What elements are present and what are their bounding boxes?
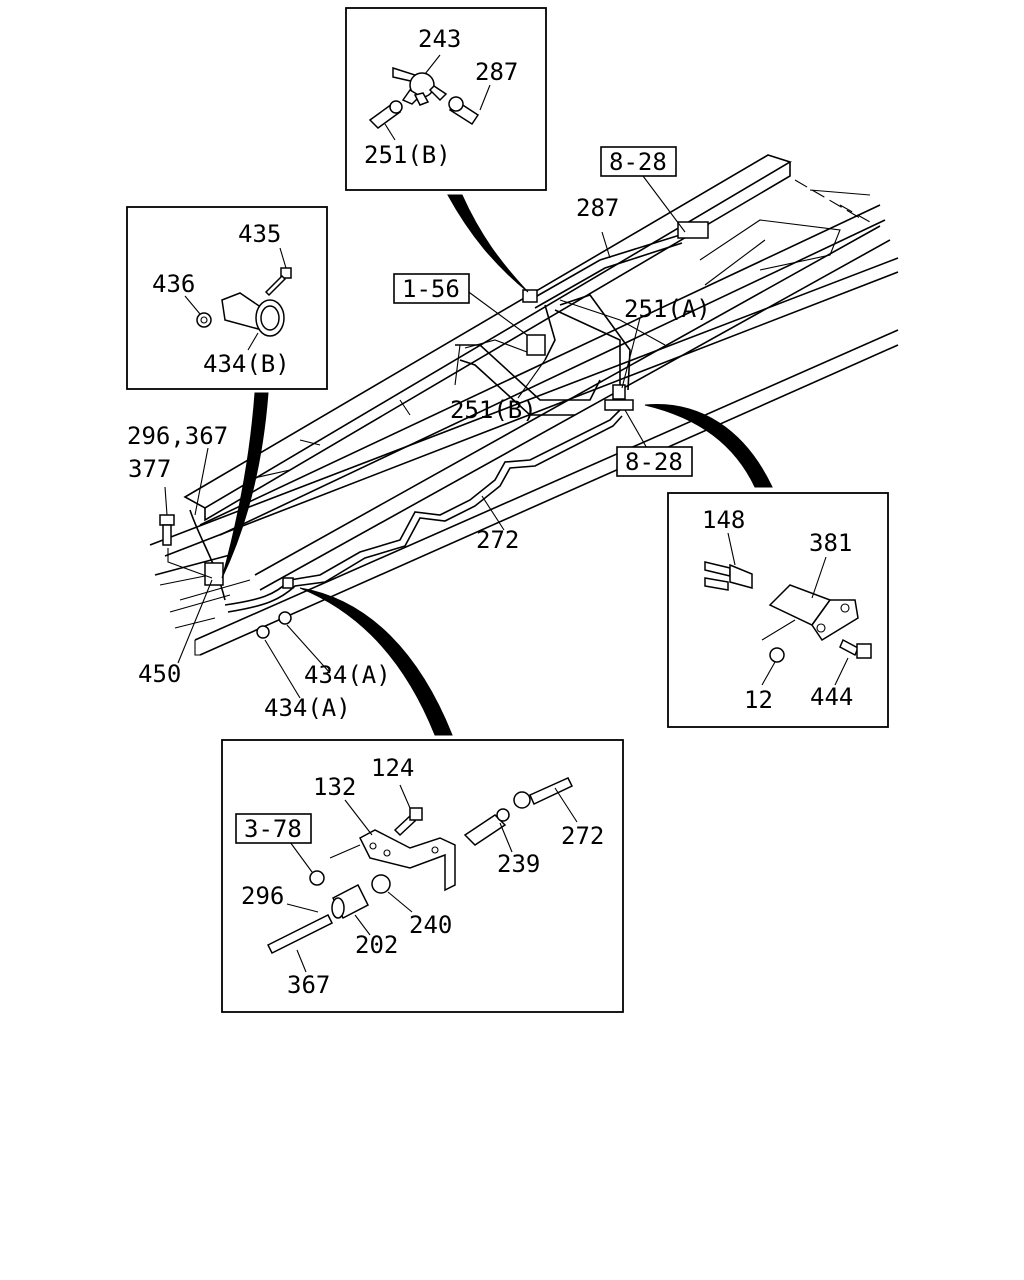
fuel-filter-connector [204,221,709,589]
label-243: 243 [418,25,461,53]
label-444: 444 [810,683,853,711]
bolt-124 [393,807,423,837]
clamp-434b [221,292,285,337]
label-381: 381 [809,529,852,557]
nut-272-end [513,777,574,809]
fuel-pipe-287 [529,234,683,391]
ref-box-1-56: 1-56 [393,273,470,304]
label-367: 367 [287,971,330,999]
label-12: 12 [744,686,773,714]
label-287-top: 287 [475,58,518,86]
bracket-132 [359,829,456,892]
pipe-296-367 [266,913,334,955]
nut-436 [196,312,212,328]
ref-box-8-28-mid: 8-28 [616,446,693,477]
detail-panel-left [126,206,328,390]
nut-240 [371,874,391,894]
bracket-381 [768,584,859,642]
hose-287-detail [448,96,480,126]
callout-wedges [221,194,773,736]
nut-3-78 [309,870,325,886]
label-434a-2: 434(A) [264,694,351,722]
hose-251b-detail [368,100,403,129]
bolt-444 [839,638,872,659]
label-287-main: 287 [576,194,619,222]
ref-label-3-78: 3-78 [244,815,302,843]
label-251a: 251(A) [624,295,711,323]
nut-12 [769,647,785,663]
label-434b: 434(B) [203,350,290,378]
label-296: 296 [241,882,284,910]
label-434a-1: 434(A) [304,661,391,689]
main-leader-lines [164,171,686,699]
sleeve-202 [331,883,370,920]
label-450: 450 [138,660,181,688]
label-251b-top: 251(B) [364,141,451,169]
label-251b-main: 251(B) [450,396,537,424]
label-272-main: 272 [476,526,519,554]
label-377: 377 [128,455,171,483]
clip-434a [256,611,292,639]
label-239: 239 [497,850,540,878]
fitting-148 [704,561,753,591]
label-148: 148 [702,506,745,534]
ref-label-8-28-top: 8-28 [609,148,667,176]
label-124: 124 [371,754,414,782]
ref-label-1-56: 1-56 [402,275,460,303]
label-132: 132 [313,773,356,801]
ref-label-8-28-mid: 8-28 [625,448,683,476]
detail-panel-bottom [221,739,624,1013]
chassis-frame [149,154,899,656]
label-202: 202 [355,931,398,959]
ref-box-3-78: 3-78 [235,813,312,844]
label-435: 435 [238,220,281,248]
detail-panel-right [667,492,889,728]
label-272-detail: 272 [561,822,604,850]
detail-panel-top [345,7,547,191]
ref-box-8-28-top: 8-28 [600,146,677,177]
label-240: 240 [409,911,452,939]
label-436: 436 [152,270,195,298]
part-labels: 243 287 251(B) 287 435 436 434(B) 251(A)… [127,25,853,999]
label-296-367: 296,367 [127,422,228,450]
connector-239 [463,808,510,846]
tee-fitting-243 [392,66,448,106]
